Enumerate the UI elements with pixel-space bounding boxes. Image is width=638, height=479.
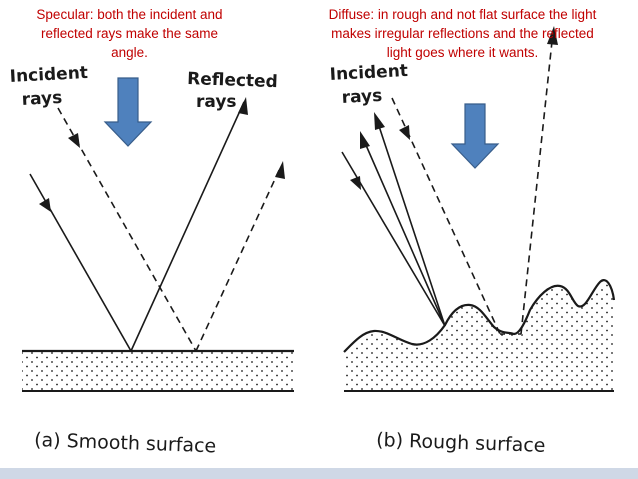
specular-note: Specular: both the incident and reflecte… <box>36 7 223 60</box>
down-arrow-icon <box>103 77 153 147</box>
rough-surface-panel: Incident rays (b) Rough surface <box>329 26 616 457</box>
incident-ray-arrowhead <box>39 198 51 212</box>
incident-label-a-line1: Incident <box>9 63 88 87</box>
reflected-ray-arrowhead <box>238 97 248 115</box>
slide-bottom-strip <box>0 468 638 479</box>
rough-incident-ray-dashed-arrowhead <box>399 125 410 140</box>
rough-incident-ray-arrowhead <box>350 176 361 190</box>
incident-ray-dashed-arrowhead <box>68 133 80 148</box>
reflected-ray-dashed <box>195 165 282 352</box>
smooth-surface-panel: Incident rays Reflected rays (a) Smooth … <box>9 63 294 457</box>
rough-reflected-ray-2-arrowhead <box>374 112 385 130</box>
rough-reflected-ray-1 <box>361 135 446 327</box>
incident-label-b-line1: Incident <box>329 61 408 85</box>
rough-incident-ray-dashed <box>391 97 501 335</box>
caption-smooth-surface: (a) Smooth surface <box>34 429 217 457</box>
rough-reflected-ray-dashed <box>520 31 554 335</box>
incident-label-a-line2: rays <box>21 88 63 110</box>
smooth-surface-slab <box>22 351 294 391</box>
down-arrow-icon <box>450 103 500 169</box>
diffuse-note: Diffuse: in rough and not flat surface t… <box>328 7 597 60</box>
caption-rough-surface: (b) Rough surface <box>376 429 546 457</box>
rough-reflected-ray-2 <box>375 116 446 327</box>
rough-surface-body <box>344 280 614 391</box>
rough-surface-top-edge <box>343 279 616 353</box>
rough-reflected-ray-dashed-arrowhead <box>547 26 558 45</box>
reflected-ray-dashed-arrowhead <box>275 161 285 179</box>
reflected-label-a-line2: rays <box>196 92 237 112</box>
incident-label-b-line2: rays <box>341 86 383 108</box>
rough-reflected-ray-1-arrowhead <box>360 131 370 149</box>
reflected-ray-solid <box>130 101 245 352</box>
incident-ray-dashed <box>57 107 197 352</box>
reflected-label-a-line1: Reflected <box>187 69 278 92</box>
